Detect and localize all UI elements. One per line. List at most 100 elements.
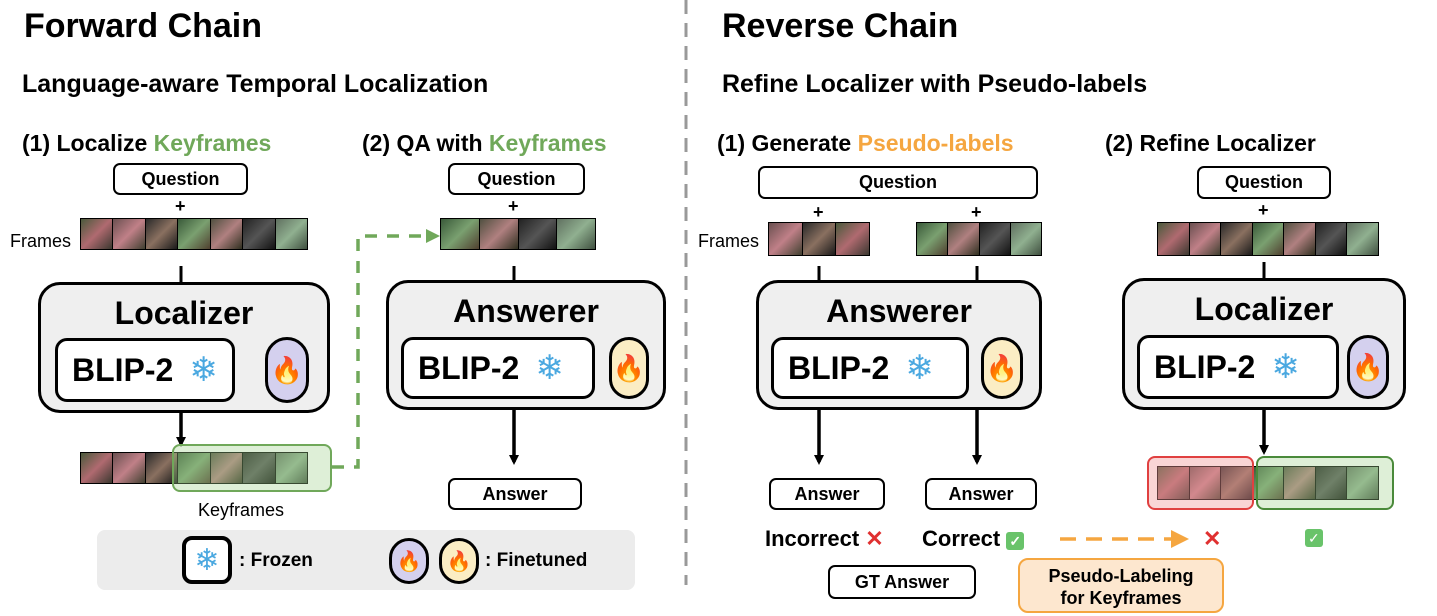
correct-label: Correct — [922, 526, 1001, 551]
forward-step2-prefix: (2) QA with — [362, 130, 489, 156]
reverse-localizer-title: Localizer — [1194, 291, 1334, 327]
video-frame — [1347, 467, 1379, 499]
pseudo-labeling-line1: Pseudo-Labeling — [1048, 566, 1194, 586]
forward-chain-heading: Forward Chain — [24, 7, 263, 45]
reverse-localizer-blip-box: BLIP-2 ❄ — [1137, 335, 1339, 399]
reverse-plus-left: + — [813, 202, 824, 222]
video-frame — [178, 219, 211, 249]
video-frame — [1158, 223, 1190, 255]
reverse-localizer-question-box: Question — [1197, 166, 1331, 199]
cross-icon: ✕ — [1203, 526, 1222, 551]
reverse-output-strip — [1157, 466, 1379, 500]
keyframes-label: Keyframes — [198, 500, 285, 520]
reverse-question-box: Question — [758, 166, 1038, 199]
reverse-answerer-title: Answerer — [826, 293, 972, 329]
incorrect-keyframe-highlight — [1147, 456, 1254, 510]
forward-keyframe-strip — [80, 452, 308, 484]
reverse-answer-box-right: Answer — [925, 478, 1037, 510]
snowflake-icon: ❄ — [1271, 348, 1300, 386]
forward-step1-prefix: (1) Localize — [22, 130, 154, 156]
reverse-localizer-plus: + — [1258, 200, 1269, 220]
forward-localizer-module: Localizer BLIP-2❄ 🔥 — [38, 282, 330, 413]
forward-answerer-plus: + — [508, 196, 519, 216]
snowflake-icon: ❄ — [535, 349, 564, 387]
keyframe-highlight — [172, 444, 332, 492]
legend: ❄ : Frozen 🔥 🔥 : Finetuned — [97, 530, 635, 590]
video-frame — [145, 219, 179, 249]
forward-answerer-title: Answerer — [453, 293, 599, 329]
video-frame — [1347, 223, 1379, 255]
pseudo-labeling-line2: for Keyframes — [1060, 588, 1182, 608]
video-frame — [979, 223, 1011, 255]
forward-frame-strip — [80, 218, 308, 250]
flame-icon: 🔥 — [981, 337, 1023, 399]
reverse-answerer-blip-box: BLIP-2 ❄ — [771, 337, 969, 399]
reverse-step2-title: (2) Refine Localizer — [1105, 130, 1316, 156]
flame-icon: 🔥 — [389, 538, 429, 584]
reverse-chain-subheading: Refine Localizer with Pseudo-labels — [722, 70, 1148, 98]
forward-step2-title: (2) QA with Keyframes — [362, 130, 607, 157]
video-frame — [802, 223, 837, 255]
video-frame — [113, 219, 146, 249]
cross-icon: ✕ — [865, 526, 884, 551]
forward-answer-box: Answer — [448, 478, 582, 510]
video-frame — [1189, 467, 1222, 499]
forward-answerer-module: Answerer BLIP-2❄ 🔥 — [386, 280, 666, 410]
video-frame — [1158, 467, 1190, 499]
blip-label: BLIP-2 — [788, 349, 890, 386]
legend-frozen-label: : Frozen — [239, 550, 313, 571]
reverse-localizer-module: Localizer BLIP-2 ❄ 🔥 — [1122, 278, 1406, 410]
video-frame — [948, 223, 980, 255]
incorrect-status: Incorrect ✕ — [765, 526, 884, 552]
snowflake-icon: ❄ — [189, 351, 218, 389]
forward-chain-subheading: Language-aware Temporal Localization — [22, 70, 489, 98]
video-frame — [81, 453, 114, 483]
legend-finetuned-label: : Finetuned — [485, 550, 588, 571]
reverse-frame-strip-right — [916, 222, 1042, 256]
video-frame — [769, 223, 803, 255]
forward-answerer-question-box: Question — [448, 163, 585, 195]
video-frame — [1284, 467, 1316, 499]
video-frame — [479, 219, 519, 249]
forward-question-box: Question — [113, 163, 248, 195]
flame-icon: 🔥 — [265, 337, 309, 403]
correct-keyframe-highlight — [1256, 456, 1394, 510]
reverse-frame-strip-left — [768, 222, 870, 256]
check-icon: ✓ — [1006, 532, 1025, 550]
forward-step1-highlight: Keyframes — [153, 130, 272, 156]
video-frame — [1221, 223, 1253, 255]
check-icon: ✓ — [1305, 529, 1323, 548]
reverse-answerer-module: Answerer BLIP-2 ❄ 🔥 — [756, 280, 1042, 410]
video-frame — [113, 453, 146, 483]
flame-icon: 🔥 — [439, 538, 479, 584]
reverse-step1-highlight: Pseudo-labels — [857, 130, 1014, 156]
video-frame — [917, 223, 949, 255]
gt-answer-box: GT Answer — [828, 565, 976, 599]
reverse-step1-prefix: (1) Generate — [717, 130, 858, 156]
video-frame — [81, 219, 114, 249]
video-frame — [1010, 223, 1041, 255]
snowflake-icon: ❄ — [182, 536, 232, 584]
video-frame — [243, 219, 276, 249]
forward-localizer-title: Localizer — [114, 295, 254, 331]
snowflake-icon: ❄ — [905, 349, 934, 387]
video-frame — [210, 219, 244, 249]
blip-label: BLIP-2 — [1154, 348, 1256, 385]
reverse-frames-label: Frames — [698, 231, 760, 251]
forward-answerer-frame-strip — [440, 218, 596, 250]
forward-answerer-blip-box: BLIP-2❄ — [401, 337, 595, 399]
reverse-localizer-frame-strip — [1157, 222, 1379, 256]
reverse-plus-right: + — [971, 202, 982, 222]
video-frame — [1189, 223, 1222, 255]
video-frame — [210, 453, 244, 483]
video-frame — [1252, 223, 1285, 255]
forward-step2-highlight: Keyframes — [488, 130, 607, 156]
video-frame — [518, 219, 558, 249]
video-frame — [275, 453, 307, 483]
reverse-step1-title: (1) Generate Pseudo-labels — [717, 130, 1014, 157]
forward-frames-label: Frames — [10, 231, 72, 251]
video-frame — [1315, 223, 1348, 255]
flame-icon: 🔥 — [1347, 335, 1389, 399]
video-frame — [441, 219, 480, 249]
